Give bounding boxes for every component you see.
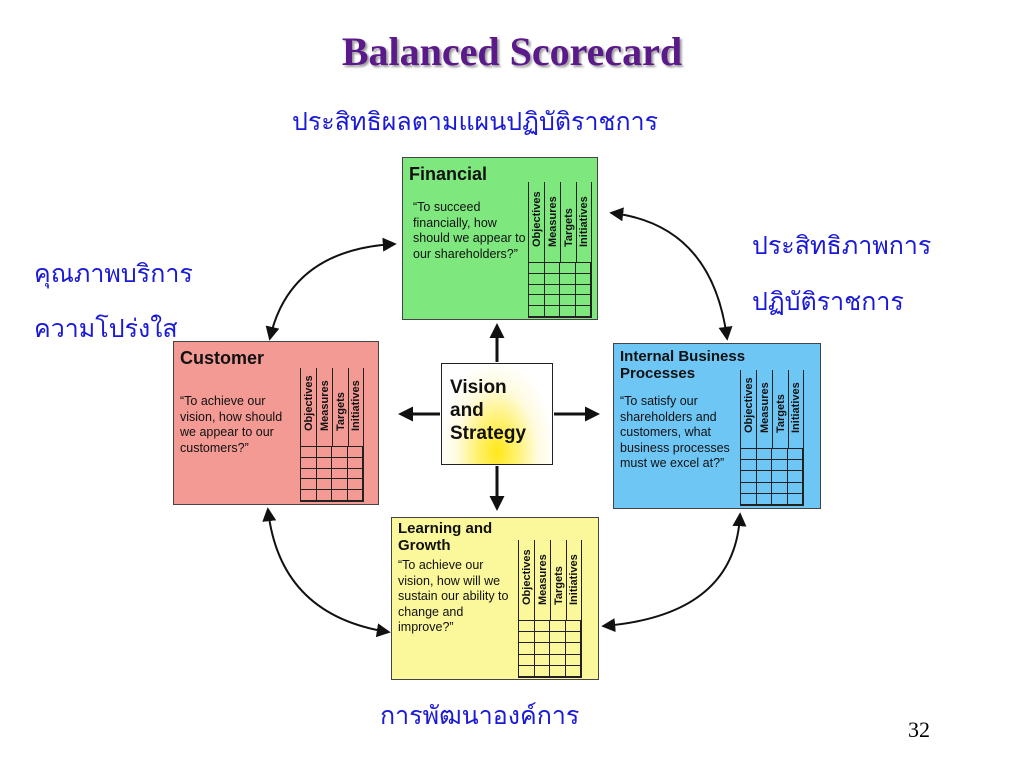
learning-growth-box: Learning and Growth “To achieve our visi… <box>391 517 599 680</box>
column-initiatives: Initiatives <box>348 368 364 446</box>
customer-question: “To achieve our vision, how should we ap… <box>180 394 283 455</box>
column-targets: Targets <box>772 370 788 448</box>
arrow-financial-internal <box>609 207 733 341</box>
label-transparency: ความโปร่งใส <box>34 314 178 343</box>
column-targets: Targets <box>560 182 576 262</box>
arrow-internal-learning <box>601 512 747 633</box>
strategy-line: Strategy <box>450 423 527 444</box>
column-objectives: Objectives <box>300 368 316 446</box>
financial-grid <box>528 262 592 318</box>
financial-question: “To succeed financially, how should we a… <box>413 200 526 261</box>
label-organization-development: การพัฒนาองค์การ <box>380 701 580 730</box>
internal-grid <box>740 448 804 506</box>
label-operational-efficiency-1: ประสิทธิภาพการ <box>752 231 932 260</box>
vision-strategy-text: Vision and Strategy <box>450 376 526 445</box>
learning-grid <box>518 620 582 678</box>
column-objectives: Objectives <box>518 540 534 620</box>
financial-column-headers: Objectives Measures Targets Initiatives <box>528 182 592 262</box>
label-financial-effectiveness: ประสิทธิผลตามแผนปฏิบัติราชการ <box>292 107 659 136</box>
label-operational-efficiency-2: ปฏิบัติราชการ <box>752 287 904 316</box>
and-line: and <box>450 400 484 421</box>
column-measures: Measures <box>316 368 332 446</box>
learning-column-headers: Objectives Measures Targets Initiatives <box>518 540 582 620</box>
column-measures: Measures <box>544 182 560 262</box>
financial-title: Financial <box>409 164 488 184</box>
column-initiatives: Initiatives <box>566 540 582 620</box>
page-number: 32 <box>908 717 930 742</box>
internal-column-headers: Objectives Measures Targets Initiatives <box>740 370 804 448</box>
internal-process-box: Internal Business Processes “To satisfy … <box>613 343 821 509</box>
vision-strategy-box: Vision and Strategy <box>441 363 553 465</box>
arrow-financial-customer <box>265 237 397 341</box>
customer-column-headers: Objectives Measures Targets Initiatives <box>300 368 364 446</box>
label-service-quality: คุณภาพบริการ <box>34 259 193 288</box>
internal-process-question: “To satisfy our shareholders and custome… <box>620 394 730 470</box>
customer-title: Customer <box>180 348 265 368</box>
learning-growth-question: “To achieve our vision, how will we sust… <box>398 558 509 634</box>
internal-process-title: Internal Business Processes <box>620 348 746 382</box>
column-measures: Measures <box>534 540 550 620</box>
column-targets: Targets <box>550 540 566 620</box>
column-initiatives: Initiatives <box>788 370 804 448</box>
column-initiatives: Initiatives <box>576 182 592 262</box>
customer-grid <box>300 446 364 502</box>
learning-growth-title: Learning and Growth <box>398 520 493 554</box>
arrow-customer-learning <box>262 507 391 638</box>
column-objectives: Objectives <box>740 370 756 448</box>
column-measures: Measures <box>756 370 772 448</box>
column-objectives: Objectives <box>528 182 544 262</box>
customer-box: Customer “To achieve our vision, how sho… <box>173 341 379 505</box>
slide-title: Balanced Scorecard <box>341 29 683 74</box>
column-targets: Targets <box>332 368 348 446</box>
financial-box: Financial “To succeed financially, how s… <box>402 157 598 320</box>
vision-line: Vision <box>450 377 507 398</box>
